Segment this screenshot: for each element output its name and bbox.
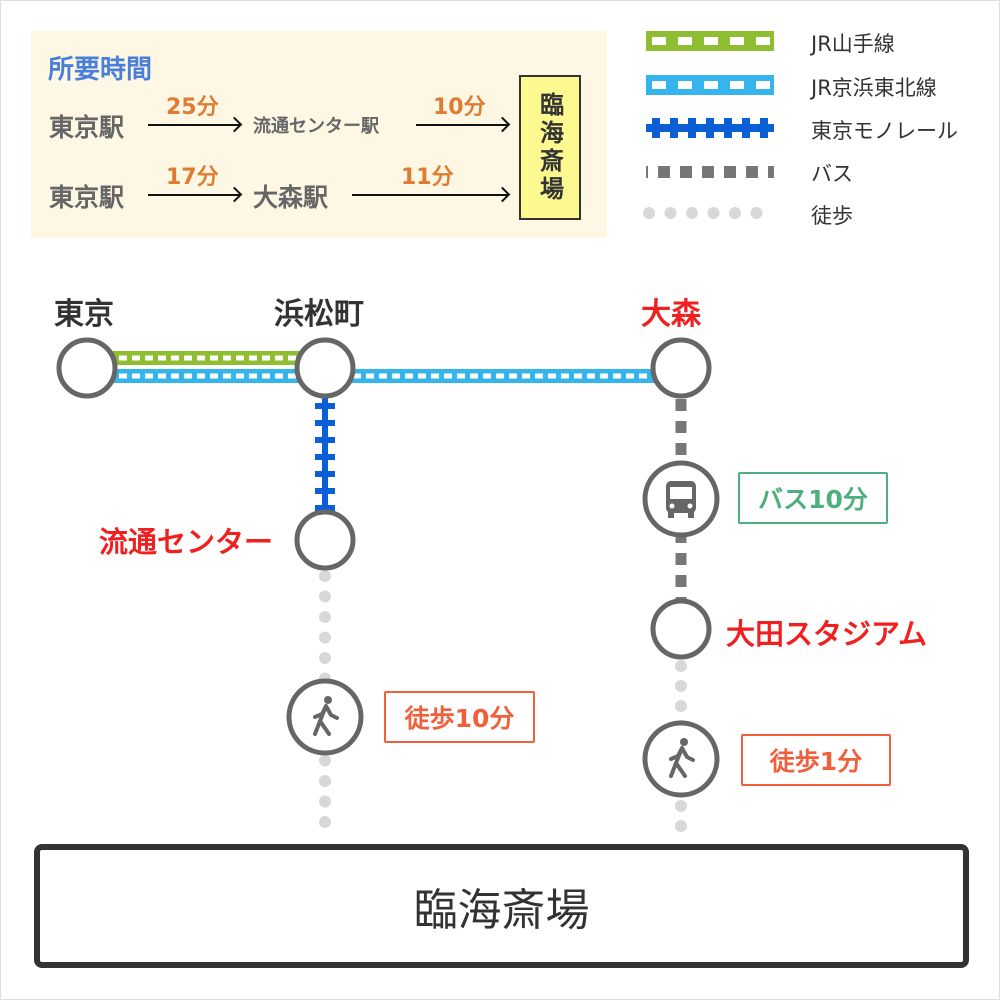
station-ryutsu-center xyxy=(294,509,356,571)
route1-via: 流通センター駅 xyxy=(253,116,379,137)
label-ota-stadium: 大田スタジアム xyxy=(726,617,927,651)
label-omori: 大森 xyxy=(641,297,701,332)
arrow-icon xyxy=(148,194,241,196)
route2-leg2-time: 11分 xyxy=(401,165,454,190)
route2-leg1-time: 17分 xyxy=(166,165,219,190)
route1-leg2-time: 10分 xyxy=(433,95,486,120)
legend-label-walk: 徒歩 xyxy=(811,204,853,228)
walk-time-badge: 徒歩1分 xyxy=(741,734,891,786)
summary-title: 所要時間 xyxy=(48,55,153,85)
route2-from: 東京駅 xyxy=(49,183,125,212)
legend-label-yamanote: JR山手線 xyxy=(811,32,895,56)
destination-box: 臨海斎場 xyxy=(34,844,969,968)
arrow-icon xyxy=(148,124,241,126)
station-tokyo xyxy=(56,337,118,399)
route1-leg1-time: 25分 xyxy=(166,95,219,120)
walk-icon xyxy=(286,678,364,756)
walk-time-badge: 徒歩10分 xyxy=(384,691,535,743)
label-ryutsu-center: 流通センター xyxy=(98,525,273,559)
summary-destination-label: 臨海斎場 xyxy=(535,91,564,204)
route2-via: 大森駅 xyxy=(253,183,329,212)
route1-from: 東京駅 xyxy=(49,113,125,142)
walk-icon xyxy=(642,720,720,798)
label-hamamatsucho: 浜松町 xyxy=(274,297,364,332)
bus-time-badge: バス10分 xyxy=(738,472,888,524)
legend-label-monorail: 東京モノレール xyxy=(811,119,958,143)
station-omori xyxy=(650,337,712,399)
arrow-icon xyxy=(352,194,509,196)
travel-time-summary: 所要時間 東京駅 25分 流通センター駅 10分 東京駅 17分 大森駅 11分… xyxy=(31,31,607,238)
legend-label-keihin-tohoku: JR京浜東北線 xyxy=(811,76,937,100)
label-tokyo: 東京 xyxy=(54,297,114,332)
arrow-icon xyxy=(416,124,509,126)
station-hamamatsucho xyxy=(294,337,356,399)
station-ota-stadium xyxy=(650,598,712,660)
bus-icon xyxy=(642,460,720,538)
legend-label-bus: バス xyxy=(811,162,853,186)
summary-destination: 臨海斎場 xyxy=(519,75,581,220)
